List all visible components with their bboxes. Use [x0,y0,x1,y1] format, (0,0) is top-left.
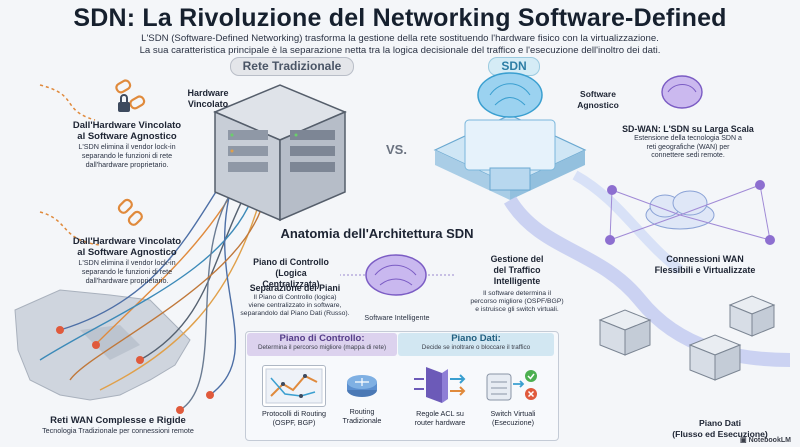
tile1-caption: Protocolli di Routing (OSPF, BGP) [254,409,334,427]
brand-icon: ▣ [740,437,749,444]
tile4-caption: Switch Virtuali (Esecuzione) [478,409,548,427]
virtual-switch-icon [486,370,537,401]
tile3-caption-line2: router hardware [414,417,466,427]
block1-text-line1: L'SDN elimina il vendor lock-in [78,142,176,151]
block1-text-line3: dall'hardware proprietario. [85,160,169,169]
traffic-management-block: Gestione del del Traffico Intelligente I… [462,254,572,314]
tile2-caption: Routing Tradizionale [332,407,392,425]
router-icon [347,375,377,397]
tile3-caption: Regole ACL su router hardware [400,409,480,427]
traffic-title-line1: Gestione del [490,254,544,264]
hardware-to-software-block-1: Dall'Hardware Vincolato al Software Agno… [52,120,202,169]
wan-connections-label: Connessioni WAN Flessibili e Virtualizza… [640,254,770,276]
data-plane-label: Piano Dati (Flusso ed Esecuzione) [660,418,780,440]
traffic-text-line1: Il software determina il [483,290,551,297]
traffic-title-line3: Intelligente [493,276,541,286]
hw-label-line1: Hardware [187,88,229,98]
data-plane-line1: Piano Dati [698,418,742,428]
broken-chain-icon [115,79,146,112]
tile3-caption-line1: Regole ACL su [416,409,464,418]
block2-title-line2: al Software Agnostico [77,247,177,258]
wan-complex-block: Reti WAN Complesse e Rigide Tecnologia T… [8,415,228,435]
data-plane-line2: (Flusso ed Esecuzione) [672,429,768,439]
wan-title: Reti WAN Complesse e Rigide [50,415,186,426]
wan-connections-line2: Flessibili e Virtualizzate [654,265,756,275]
sw-label-line2: Agnostico [577,100,619,110]
acl-firewall-icon [414,367,466,403]
brand-watermark: ▣ NotebookLM [740,436,791,444]
sw-label-line1: Software [580,89,616,99]
traffic-text-line3: e istruisce gli switch virtuali. [475,306,559,313]
tile1-caption-line1: Protocolli di Routing [262,409,326,418]
sdn-label: SDN [488,57,540,76]
intelligent-software-label: Software Intelligente [364,313,430,322]
block2-title-line1: Dall'Hardware Vincolato [72,236,182,247]
sdn-platform [433,114,587,200]
control-plane-header: Piano di Controllo: Determina il percors… [247,333,397,356]
wan-text: Tecnologia Tradizionale per connessioni … [42,426,194,435]
block2-text-line1: L'SDN elimina il vendor lock-in [78,258,176,267]
intelligent-software-brain [340,254,455,296]
versus-label: VS. [386,142,407,157]
separation-title: Separazione dei Piani [249,283,341,293]
sdwan-text-line1: Estensione della tecnologia SDN a [634,135,742,142]
brand-label: NotebookLM [748,437,791,444]
sdwan-text-line3: connettere sedi remote. [651,152,725,159]
hardware-to-software-block-2: Dall'Hardware Vincolato al Software Agno… [52,236,202,285]
software-agnostic-label: Software Agnostico [568,89,628,111]
hw-label-line2: Vincolato [187,99,229,109]
data-plane-header-subtitle: Decide se inoltrare o bloccare il traffi… [421,344,531,351]
broken-chain-icon-2 [117,198,143,226]
cloud-network [605,180,775,245]
traditional-network-label: Rete Tradizionale [230,57,354,76]
traffic-title-line2: del Traffico [493,265,541,275]
sdwan-block: SD-WAN: L'SDN su Larga Scala Estensione … [608,124,768,161]
separation-text-line1: Il Piano di Controllo (logica) [253,294,337,301]
tile2-caption-line1: Routing [349,407,375,416]
control-plane-header-title: Piano di Controllo: [279,333,365,344]
page-title: SDN: La Rivoluzione del Networking Softw… [73,4,727,32]
sdwan-title: SD-WAN: L'SDN su Larga Scala [622,124,754,134]
control-plane-line1: Piano di Controllo [253,257,329,267]
tile1-caption-line2: (OSPF, BGP) [272,417,316,427]
block2-text-line3: dall'hardware proprietario. [85,276,169,285]
sdn-brain-icon [477,72,543,118]
page-subtitle: L'SDN (Software-Defined Networking) tras… [60,33,740,57]
control-plane-label: Piano di Controllo (Logica Centralizzata… [246,257,336,290]
routing-map-icon [265,368,323,404]
tile2-caption-line2: Tradizionale [342,415,382,425]
data-plane-header: Piano Dati: Decide se inoltrare o blocca… [398,333,554,356]
data-plane-switches [598,295,776,381]
subtitle-line-2: La sua caratteristica principale è la se… [139,45,661,56]
tile4-caption-line2: (Esecuzione) [492,417,534,427]
wan-connections-line1: Connessioni WAN [666,254,744,264]
routing-map-tile [262,365,326,407]
block2-text-line2: separando le funzioni di rete [81,267,173,276]
block1-text-line2: separando le funzioni di rete [81,151,173,160]
sdwan-text-line2: reti geografiche (WAN) per [646,143,730,151]
block1-title-line2: al Software Agnostico [77,131,177,142]
separation-text-line3: separandolo dal Piano Dati (Russo). [240,310,350,317]
tile4-caption-line1: Switch Virtuali [490,409,536,418]
anatomy-title: Anatomia dell'Architettura SDN [280,226,474,241]
separation-block: Separazione dei Piani Il Piano di Contro… [240,283,350,318]
subtitle-line-1: L'SDN (Software-Defined Networking) tras… [141,33,659,44]
control-plane-line2: (Logica Centralizzata) [262,268,320,289]
tangled-cables [39,169,266,411]
hardware-bound-label: Hardware Vincolato [178,88,238,110]
control-plane-header-subtitle: Determina il percorso migliore (mappa di… [257,344,387,351]
block1-title-line1: Dall'Hardware Vincolato [72,120,182,131]
data-plane-header-title: Piano Dati: [451,333,501,344]
hardware-cage [213,84,347,222]
separation-text-line2: viene centralizzato in software, [248,302,342,309]
traffic-text-line2: percorso migliore (OSPF/BGP) [470,298,564,305]
